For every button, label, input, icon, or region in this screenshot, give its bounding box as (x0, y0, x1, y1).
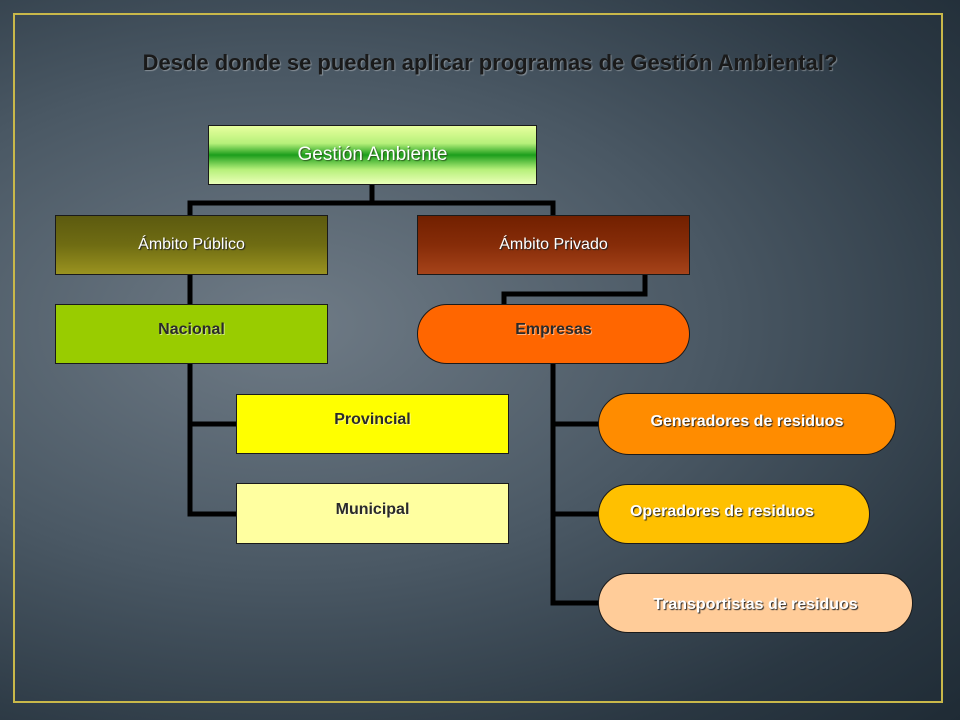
node-municipal-label: Municipal (335, 500, 410, 518)
node-nacional-label: Nacional (158, 321, 225, 338)
node-gestion-ambiente-label: Gestión Ambiente (297, 144, 448, 165)
node-operadores-residuos: Operadores de residuos (598, 484, 870, 544)
node-ambito-publico: Ámbito Público (55, 215, 328, 275)
node-generadores-residuos: Generadores de residuos (598, 393, 896, 455)
slide-frame (13, 13, 943, 703)
node-generadores-residuos-label: Generadores de residuos (650, 413, 844, 430)
node-empresas-label: Empresas (515, 321, 592, 338)
node-transportistas-residuos-label: Transportistas de residuos (653, 596, 858, 613)
node-gestion-ambiente: Gestión Ambiente (208, 125, 537, 185)
node-ambito-privado-label: Ámbito Privado (499, 236, 608, 253)
node-municipal: Municipal (236, 483, 509, 544)
node-provincial-label: Provincial (334, 411, 411, 428)
slide-title: Desde donde se pueden aplicar programas … (142, 50, 838, 75)
node-operadores-residuos-label: Operadores de residuos (629, 503, 815, 520)
node-ambito-publico-label: Ámbito Público (138, 236, 245, 253)
node-transportistas-residuos: Transportistas de residuos (598, 573, 913, 633)
node-nacional: Nacional (55, 304, 328, 364)
node-empresas: Empresas (417, 304, 690, 364)
node-provincial: Provincial (236, 394, 509, 454)
node-ambito-privado: Ámbito Privado (417, 215, 690, 275)
